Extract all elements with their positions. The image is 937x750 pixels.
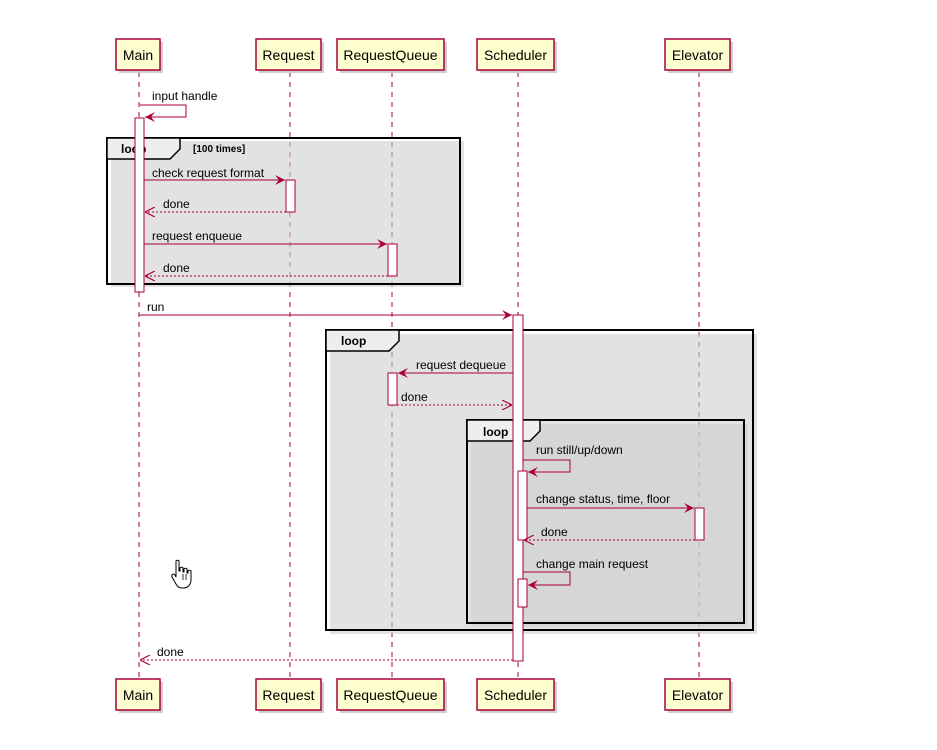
participant-requestqueue: RequestQueue: [336, 38, 447, 73]
activation-request: [285, 179, 296, 213]
participant-label: Main: [123, 47, 153, 63]
message-label: done: [163, 261, 190, 275]
message-arrow: [523, 459, 571, 477]
message-label: change status, time, floor: [536, 492, 670, 506]
message-label: done: [401, 390, 428, 404]
participants-top: Main Request RequestQueue Scheduler Elev…: [115, 38, 733, 73]
participants-bottom: Main Request RequestQueue Scheduler Elev…: [115, 678, 733, 713]
activation-elevator: [694, 507, 705, 541]
message-label: run still/up/down: [536, 443, 623, 457]
participant-elevator: Elevator: [664, 678, 733, 713]
loop-label: loop: [341, 334, 366, 348]
loop-guard: [100 times]: [193, 144, 245, 155]
activation-scheduler-nested: [517, 470, 528, 541]
participant-scheduler: Scheduler: [476, 38, 557, 73]
participant-label: Scheduler: [484, 47, 547, 63]
messages: input handle check request format done r…: [139, 89, 695, 660]
message-label: change main request: [536, 557, 649, 571]
participant-label: Scheduler: [484, 687, 547, 703]
participant-label: RequestQueue: [343, 47, 437, 63]
message-label: request enqueue: [152, 229, 242, 243]
participant-request: Request: [255, 678, 324, 713]
activation-main: [134, 117, 145, 293]
message-arrow: [523, 571, 571, 590]
activations: [134, 117, 705, 662]
message-label: done: [157, 645, 184, 659]
activation-scheduler-nested: [517, 578, 528, 608]
message-label: check request format: [152, 166, 265, 180]
participant-scheduler: Scheduler: [476, 678, 557, 713]
participant-request: Request: [255, 38, 324, 73]
message-label: done: [541, 525, 568, 539]
participant-label: Main: [123, 687, 153, 703]
participant-label: Elevator: [672, 687, 724, 703]
message-label: request dequeue: [416, 358, 506, 372]
participant-label: Elevator: [672, 47, 724, 63]
message-label: input handle: [152, 89, 218, 103]
activation-requestqueue: [387, 372, 398, 406]
participant-main: Main: [115, 38, 163, 73]
activation-requestqueue: [387, 243, 398, 277]
participant-requestqueue: RequestQueue: [336, 678, 447, 713]
message-label: done: [163, 197, 190, 211]
participant-label: RequestQueue: [343, 687, 437, 703]
participant-label: Request: [262, 47, 314, 63]
participant-main: Main: [115, 678, 163, 713]
loop-label: loop: [483, 425, 508, 439]
participant-elevator: Elevator: [664, 38, 733, 73]
message-arrow: [140, 104, 187, 122]
participant-label: Request: [262, 687, 314, 703]
message-label: run: [147, 300, 164, 314]
hand-pointer-icon: [171, 559, 192, 589]
